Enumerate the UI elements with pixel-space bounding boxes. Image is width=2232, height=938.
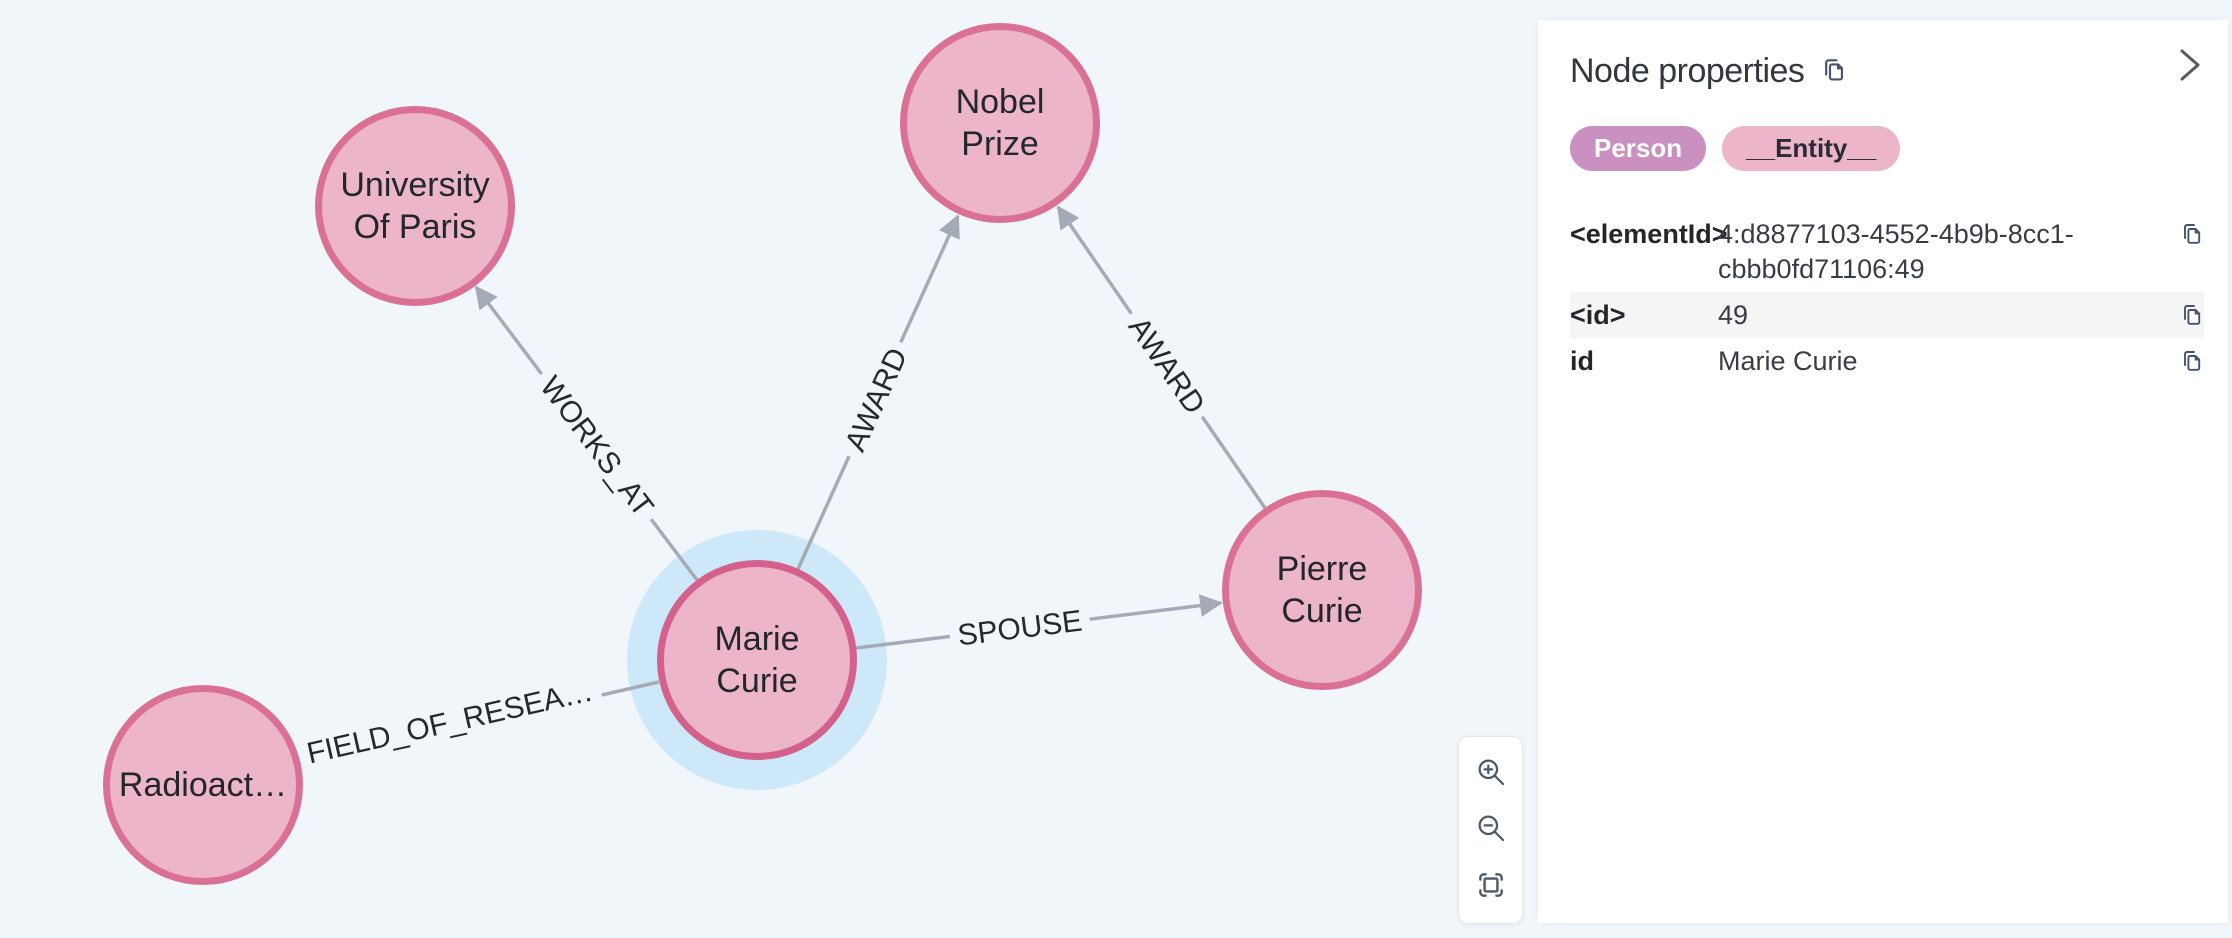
properties-table: <elementId> 4:d8877103-4552-4b9b-8cc1- c…	[1570, 211, 2204, 384]
graph-node-radioactivity[interactable]: Radioact…	[103, 685, 303, 885]
zoom-to-fit-icon	[1475, 869, 1507, 904]
copy-value-button[interactable]	[2180, 217, 2204, 250]
zoom-in-button[interactable]	[1463, 747, 1519, 799]
node-caption: Pierre Curie	[1276, 550, 1368, 630]
property-value: 4:d8877103-4552-4b9b-8cc1- cbbb0fd71106:…	[1718, 217, 2164, 287]
copy-all-properties-button[interactable]	[1820, 56, 1847, 86]
zoom-to-fit-button[interactable]	[1463, 861, 1519, 913]
zoom-in-icon	[1475, 756, 1507, 791]
copy-icon	[2180, 302, 2204, 331]
node-caption: Radioact…	[118, 766, 288, 804]
label-chip-entity: __Entity__	[1722, 126, 1901, 171]
node-label-chips: Person __Entity__	[1570, 126, 2228, 171]
collapse-panel-button[interactable]	[2170, 44, 2210, 88]
zoom-out-icon	[1475, 812, 1507, 847]
zoom-toolbar	[1458, 736, 1523, 924]
graph-node-university-of-paris[interactable]: University Of Paris	[315, 106, 515, 306]
zoom-out-button[interactable]	[1463, 804, 1519, 856]
copy-value-button[interactable]	[2180, 298, 2204, 331]
graph-node-pierre-curie[interactable]: Pierre Curie	[1222, 490, 1422, 690]
property-value-line: cbbb0fd71106:49	[1718, 254, 1925, 284]
chevron-right-icon	[2177, 45, 2203, 88]
property-key: <elementId>	[1570, 219, 1728, 249]
label-chip-person: Person	[1570, 126, 1707, 171]
property-key: id	[1570, 346, 1594, 376]
node-caption: Marie Curie	[714, 620, 800, 700]
node-caption: University Of Paris	[340, 166, 490, 246]
property-value-line: 4:d8877103-4552-4b9b-8cc1-	[1718, 219, 2074, 249]
node-properties-panel: Node properties Person __Entity__ <eleme…	[1538, 20, 2228, 923]
copy-value-button[interactable]	[2180, 344, 2204, 377]
node-caption: Nobel Prize	[955, 83, 1045, 163]
graph-node-nobel-prize[interactable]: Nobel Prize	[900, 23, 1100, 223]
panel-title: Node properties	[1570, 51, 1805, 90]
copy-icon	[2180, 348, 2204, 377]
copy-icon	[1820, 56, 1847, 86]
panel-header: Node properties	[1570, 48, 2228, 94]
property-value: Marie Curie	[1718, 346, 1858, 376]
property-row-id-internal: <id> 49	[1570, 292, 2204, 338]
property-row-id: id Marie Curie	[1570, 338, 2204, 384]
graph-node-marie-curie[interactable]: Marie Curie	[657, 560, 857, 760]
property-row-elementid: <elementId> 4:d8877103-4552-4b9b-8cc1- c…	[1570, 211, 2204, 292]
copy-icon	[2180, 221, 2204, 250]
property-value: 49	[1718, 300, 1749, 330]
property-key: <id>	[1570, 300, 1626, 330]
